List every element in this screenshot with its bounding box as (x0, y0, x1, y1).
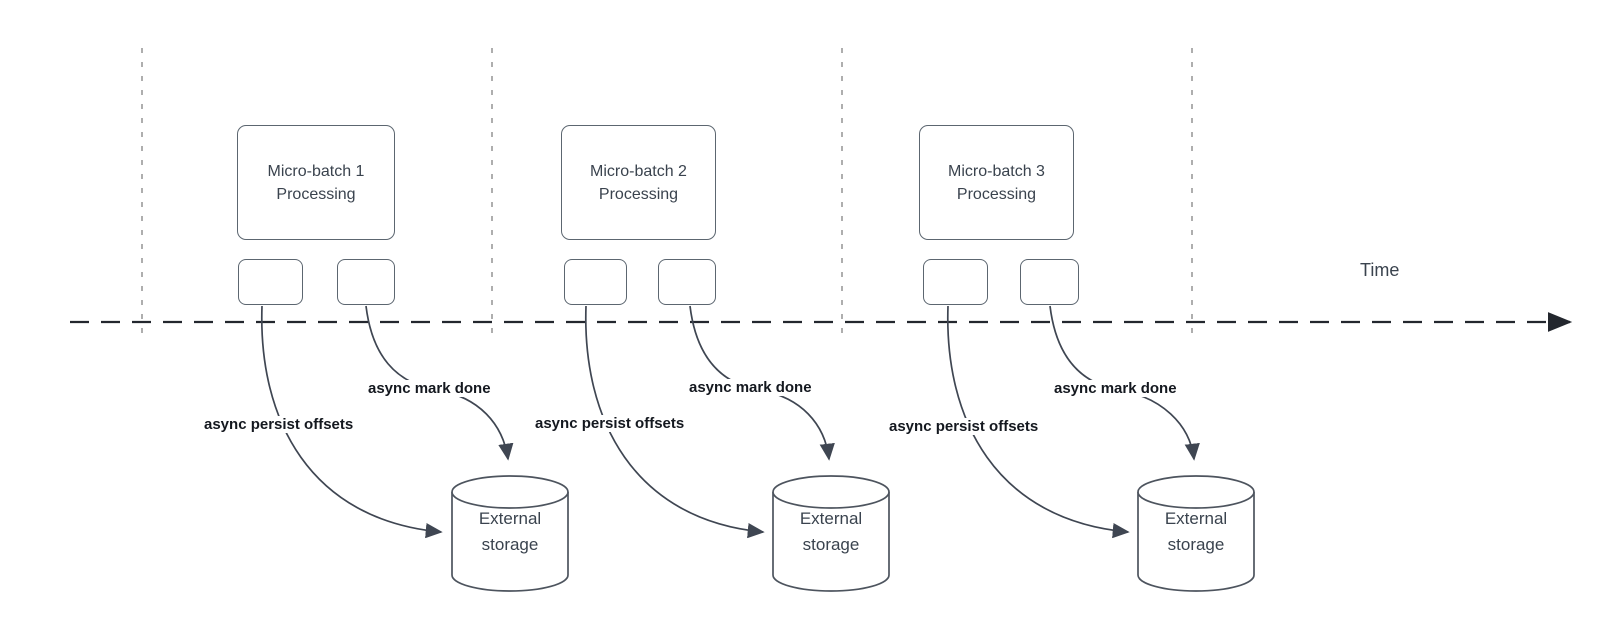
persist-offsets-arrow-1 (260, 305, 443, 539)
external-storage-label-3-line2: storage (1167, 535, 1225, 554)
micro-batch-2-title-line1: Micro-batch 2 (590, 162, 687, 180)
micro-batch-3-processing-box: Micro-batch 3 Processing (919, 125, 1074, 240)
mark-done-label-1: async mark done (365, 380, 494, 397)
persist-offsets-task-box-3 (923, 259, 988, 305)
micro-batch-3-title-line2: Processing (956, 185, 1037, 203)
mark-done-label-2: async mark done (686, 379, 815, 396)
cylinder-top-2 (772, 475, 890, 509)
cylinder-top-1 (451, 475, 569, 509)
micro-batch-3-title-line1: Micro-batch 3 (948, 162, 1045, 180)
mark-done-task-box-2 (658, 259, 716, 305)
external-storage-label-3: External storage (1138, 506, 1254, 558)
persist-offsets-arrow-3 (946, 305, 1130, 539)
persist-offsets-label-1: async persist offsets (201, 416, 357, 433)
micro-batch-1-title-line2: Processing (276, 185, 356, 203)
mark-done-label-3: async mark done (1051, 380, 1180, 397)
cylinder-top-3 (1137, 475, 1255, 509)
micro-batch-2-processing-box: Micro-batch 2 Processing (561, 125, 716, 240)
cylinder-body-3 (1137, 492, 1255, 592)
micro-batch-2-title-line2: Processing (598, 185, 679, 203)
external-storage-label-1-line1: External (478, 509, 542, 528)
cylinder-body-1 (451, 492, 569, 592)
external-storage-label-1-line2: storage (481, 535, 539, 554)
external-storage-cylinder-3 (1137, 475, 1255, 592)
persist-offsets-task-box-2 (564, 259, 627, 305)
micro-batch-1-title-line1: Micro-batch 1 (267, 162, 365, 180)
cylinder-body-2 (772, 492, 890, 592)
mark-done-task-box-3 (1020, 259, 1079, 305)
external-storage-cylinder-2 (772, 475, 890, 592)
external-storage-label-2-line2: storage (802, 535, 860, 554)
persist-offsets-arrow-2 (584, 305, 765, 539)
micro-batch-1-processing-box: Micro-batch 1 Processing (237, 125, 395, 240)
mark-done-task-box-1 (337, 259, 395, 305)
external-storage-label-2-line1: External (799, 509, 863, 528)
external-storage-label-1: External storage (452, 506, 568, 558)
persist-offsets-task-box-1 (238, 259, 303, 305)
time-axis-label: Time (1360, 260, 1400, 280)
external-storage-label-2: External storage (773, 506, 889, 558)
external-storage-label-3-line1: External (1164, 509, 1228, 528)
persist-offsets-label-3: async persist offsets (886, 418, 1042, 435)
persist-offsets-label-2: async persist offsets (532, 415, 688, 432)
external-storage-cylinder-1 (451, 475, 569, 592)
